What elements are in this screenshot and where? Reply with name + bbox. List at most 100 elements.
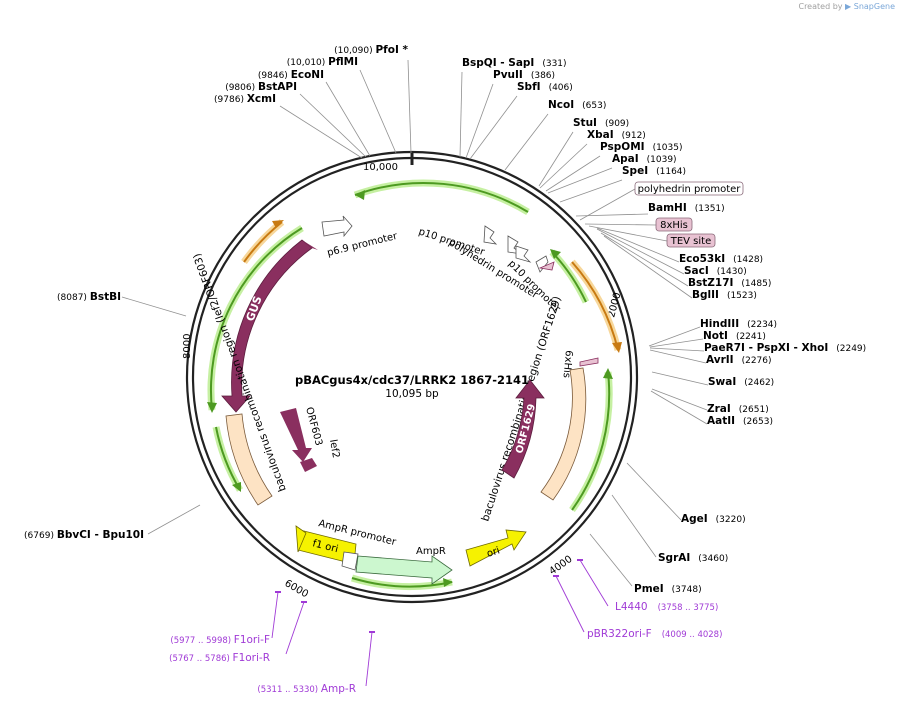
site-pfoi-leader — [407, 59, 412, 154]
site-avrii-label: AvrII(2276) — [706, 354, 772, 366]
site-aatii-position: (2653) — [743, 417, 773, 427]
ori-label: ori — [486, 545, 502, 559]
site-avrii-leader — [649, 349, 707, 364]
site-bstz17i-label: BstZ17I(1485) — [688, 277, 771, 289]
primer-f1ori-f-leader — [271, 591, 279, 639]
orf603-label: ORF603 — [303, 406, 324, 447]
feature-tag-polyhedrin-promoter-label: polyhedrin promoter — [638, 184, 742, 195]
site-bamhi-leader — [575, 213, 649, 217]
site-hindiii-position: (2234) — [747, 320, 777, 330]
site-bamhi-position: (1351) — [695, 204, 725, 214]
primer-f1ori-r-range: (5767 .. 5786) — [169, 654, 232, 664]
site-pvuii-leader — [465, 83, 494, 159]
plasmid-length: 10,095 bp — [385, 388, 439, 400]
site-sgrai-name: SgrAI — [658, 552, 690, 564]
green-arrow-right-upper — [549, 249, 590, 304]
lef2-label: lef2 — [327, 439, 341, 459]
site-noti-label: NotI(2241) — [703, 330, 766, 342]
primer-f1ori-r-leader — [285, 601, 305, 655]
site-bbvci-bpu10i-name: BbvCI - Bpu10I — [57, 529, 144, 541]
site-sgrai-leader — [611, 494, 657, 558]
primer-f1ori-f-range: (5977 .. 5998) — [170, 636, 233, 646]
site-apai-name: ApaI — [612, 153, 639, 165]
site-xcmi-leader — [279, 105, 363, 159]
gus-gene-arrow: GUS — [221, 239, 318, 413]
primer-f1ori-f-label: (5977 .. 5998) F1ori-F — [170, 634, 270, 646]
site-eco53ki-position: (1428) — [733, 255, 763, 265]
polyhedrin-promoter-label: polyhedrin promoter — [446, 237, 540, 301]
site-econi-position: (9846) — [258, 71, 291, 81]
tick-label-8000: 8000 — [182, 334, 193, 359]
site-bstbi-position: (8087) — [57, 293, 90, 303]
site-zrai-name: ZraI — [707, 403, 731, 415]
site-spei-label: SpeI(1164) — [622, 165, 686, 177]
ampr-label: AmpR — [416, 546, 446, 557]
site-bstapi-leader — [299, 93, 367, 158]
primer-pbr322ori-f-range: (4009 .. 4028) — [662, 630, 723, 640]
orf1629-gene-arrow — [501, 379, 545, 479]
site-saci-leader — [596, 228, 685, 275]
ori-block — [465, 529, 527, 567]
site-sbfi-leader — [469, 95, 518, 160]
site-noti-leader — [649, 338, 704, 348]
site-eco53ki-name: Eco53kI — [679, 253, 725, 265]
site-zrai-leader — [651, 388, 708, 411]
site-agei-name: AgeI — [681, 513, 708, 525]
site-xcmi-label: (9786) XcmI — [214, 93, 276, 105]
site-pflmi-leader — [359, 69, 397, 154]
site-hindiii-label: HindIII(2234) — [700, 318, 777, 330]
site-apai-label: ApaI(1039) — [612, 153, 677, 165]
site-xcmi-position: (9786) — [214, 95, 247, 105]
primer-l4440-leader — [579, 559, 609, 607]
site-bstbi-name: BstBI — [90, 291, 121, 303]
site-bstapi-position: (9806) — [225, 83, 258, 93]
site-sgrai-label: SgrAI(3460) — [658, 552, 728, 564]
site-pfoi-name: PfoI * — [375, 44, 408, 56]
site-zrai-position: (2651) — [739, 405, 769, 415]
primers-layer: L4440(3758 .. 3775)pBR322ori-F(4009 .. 4… — [169, 559, 723, 695]
orange-arrow-right — [569, 259, 622, 353]
site-bspqi-sapi-label: BspQI - SapI(331) — [462, 57, 567, 69]
primer-l4440-label: L4440(3758 .. 3775) — [615, 601, 718, 613]
site-stui-label: StuI(909) — [573, 117, 629, 129]
primer-f1ori-r-label: (5767 .. 5786) F1ori-R — [169, 652, 270, 664]
primer-l4440-range: (3758 .. 3775) — [658, 603, 719, 613]
site-agei-label: AgeI(3220) — [681, 513, 746, 525]
site-pmei-leader — [589, 533, 633, 587]
site-bspqi-sapi-position: (331) — [542, 59, 566, 69]
gus-label: GUS — [244, 294, 265, 323]
site-apai-leader — [547, 167, 613, 194]
primer-amp-r-range: (5311 .. 5330) — [257, 685, 320, 695]
primer-f1ori-r-name: F1ori-R — [233, 652, 270, 664]
primer-pbr322ori-f-leader — [555, 575, 585, 633]
green-arrow-bottom — [350, 574, 453, 591]
his-tag-mark-top — [538, 261, 555, 271]
site-bstapi-label: (9806) BstAPI — [225, 81, 297, 93]
site-noti-position: (2241) — [736, 332, 766, 342]
recomb-region-lef2-block — [225, 413, 273, 506]
green-arrow-left — [207, 225, 304, 413]
site-bamhi-label: BamHI(1351) — [648, 202, 725, 214]
feature-tag-tev-site-label: TEV site — [670, 236, 712, 247]
site-bstbi-leader — [121, 296, 187, 317]
site-swai-position: (2462) — [744, 378, 774, 388]
tick-label-4000: 4000 — [547, 554, 574, 578]
site-saci-name: SacI — [684, 265, 709, 277]
site-bglii-position: (1523) — [727, 291, 757, 301]
site-xbai-position: (912) — [622, 131, 646, 141]
site-pspomi-label: PspOMI(1035) — [600, 141, 683, 153]
site-saci-label: SacI(1430) — [684, 265, 747, 277]
feature-tag-tev-site-leader — [588, 225, 668, 242]
site-sbfi-name: SbfI — [517, 81, 541, 93]
site-xbai-leader — [539, 143, 588, 189]
site-pmei-position: (3748) — [672, 585, 702, 595]
site-avrii-position: (2276) — [742, 356, 772, 366]
site-pvuii-label: PvuII(386) — [493, 69, 555, 81]
polyhedrin-promoter-arrow-b — [515, 245, 532, 263]
ampr-gene-arrow — [355, 555, 453, 585]
orange-arrow-left — [241, 219, 285, 265]
site-pvuii-position: (386) — [531, 71, 555, 81]
site-ncoi-label: NcoI(653) — [548, 99, 606, 111]
